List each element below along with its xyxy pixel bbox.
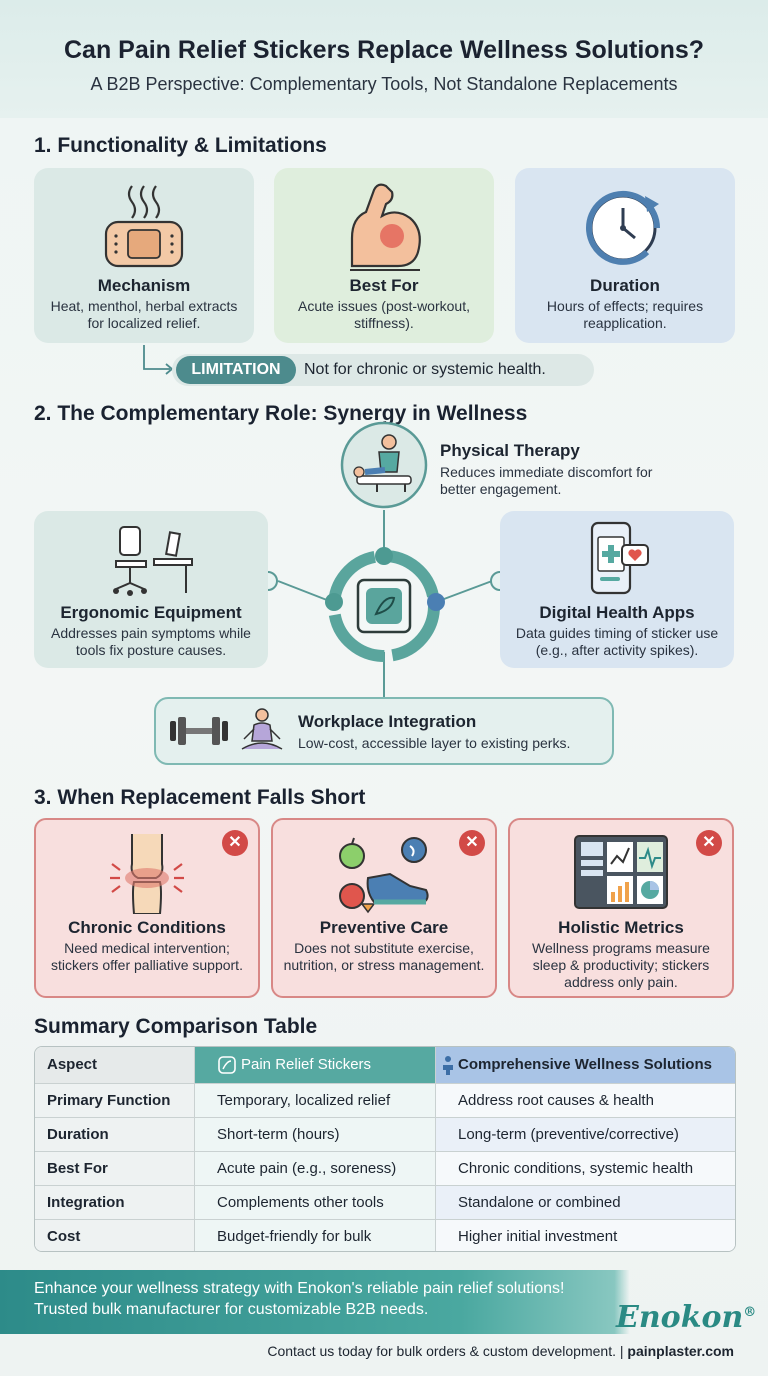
table-header-row: Aspect Pain Relief Stickers Comprehensiv… [35,1047,735,1083]
pain-patch-hub-icon [325,547,445,662]
workplace-text: Low-cost, accessible layer to existing p… [298,735,571,751]
mechanism-card: Mechanism Heat, menthol, herbal extracts… [34,168,254,343]
comparison-table: Aspect Pain Relief Stickers Comprehensiv… [34,1046,736,1252]
brand-logo: Enokon® [616,1300,757,1335]
mechanism-title: Mechanism [97,276,191,295]
clock-refresh-icon [586,190,660,265]
limitation-badge: LIMITATION [176,356,296,384]
section1-title: 1. Functionality & Limitations [34,134,327,157]
ergonomic-text: Addresses pain symptoms while tools fix … [51,625,251,658]
table-row: Cost Budget-friendly for bulk Higher ini… [35,1219,735,1251]
x-mark-icon: ✕ [696,830,722,856]
holistic-metrics-card: ✕ Holistic Metrics Wellness programs mea… [508,818,734,998]
chronic-conditions-title: Chronic Conditions [68,918,226,937]
duration-title: Duration [590,276,660,295]
patch-icon [218,1056,236,1074]
best-for-title: Best For [349,276,419,295]
digital-health-text: Data guides timing of sticker use (e.g.,… [515,625,719,658]
page-title: Can Pain Relief Stickers Replace Wellnes… [63,36,705,64]
workplace-card: Workplace Integration Low-cost, accessib… [154,697,614,765]
duration-text: Hours of effects; requires reapplication… [546,298,704,331]
header: Can Pain Relief Stickers Replace Wellnes… [0,0,768,118]
best-for-text: Acute issues (post-workout, stiffness). [298,298,470,331]
duration-card: Duration Hours of effects; requires reap… [515,168,735,343]
x-mark-icon: ✕ [222,830,248,856]
ergonomic-title: Ergonomic Equipment [60,603,242,622]
header-wellness: Comprehensive Wellness Solutions [436,1047,735,1083]
website-link[interactable]: painplaster.com [627,1343,734,1359]
person-icon [443,1056,453,1075]
table-row: Primary Function Temporary, localized re… [35,1083,735,1117]
digital-health-card: Digital Health Apps Data guides timing o… [500,511,734,668]
physical-therapy-text: Reduces immediate discomfort for better … [440,464,653,497]
preventive-care-text: Does not substitute exercise, nutrition,… [283,940,485,973]
page-subtitle: A B2B Perspective: Complementary Tools, … [90,74,678,94]
knee-joint-icon [110,834,184,914]
physical-therapy-icon [340,421,428,509]
preventive-care-card: ✕ Preventive Care Does not substitute ex… [271,818,497,998]
footer-banner [0,1270,768,1334]
section2-title: 2. The Complementary Role: Synergy in We… [34,402,528,425]
preventive-care-title: Preventive Care [319,918,449,937]
digital-health-title: Digital Health Apps [539,603,695,622]
dashboard-icon [574,835,668,909]
limitation-text: Not for chronic or systemic health. [304,361,546,378]
meditation-icon [241,708,283,750]
section3-title: 3. When Replacement Falls Short [34,786,366,809]
flexed-arm-icon [350,183,421,271]
holistic-metrics-title: Holistic Metrics [558,918,684,937]
heat-patch-icon [104,185,184,268]
chronic-conditions-text: Need medical intervention; stickers offe… [51,940,243,973]
office-chair-desk-icon [113,526,193,596]
table-row: Integration Complements other tools Stan… [35,1185,735,1219]
table-row: Best For Acute pain (e.g., soreness) Chr… [35,1151,735,1185]
footer-cta: Enhance your wellness strategy with Enok… [34,1280,565,1318]
physical-therapy-title: Physical Therapy [440,441,580,460]
apple-shoe-icon [339,837,429,914]
contact-line: Contact us today for bulk orders & custo… [267,1343,734,1359]
workplace-title: Workplace Integration [298,712,477,731]
dumbbell-icon [170,717,228,745]
holistic-metrics-text: Wellness programs measure sleep & produc… [532,940,710,990]
health-app-phone-icon [590,521,649,595]
table-title: Summary Comparison Table [34,1015,318,1038]
header-aspect: Aspect [35,1047,195,1083]
best-for-card: Best For Acute issues (post-workout, sti… [274,168,494,343]
table-row: Duration Short-term (hours) Long-term (p… [35,1117,735,1151]
limitation-banner: LIMITATION Not for chronic or systemic h… [172,354,594,386]
x-mark-icon: ✕ [459,830,485,856]
ergonomic-card: Ergonomic Equipment Addresses pain sympt… [34,511,268,668]
mechanism-text: Heat, menthol, herbal extracts for local… [50,298,238,331]
chronic-conditions-card: ✕ Chronic Conditions Need medical interv… [34,818,260,998]
